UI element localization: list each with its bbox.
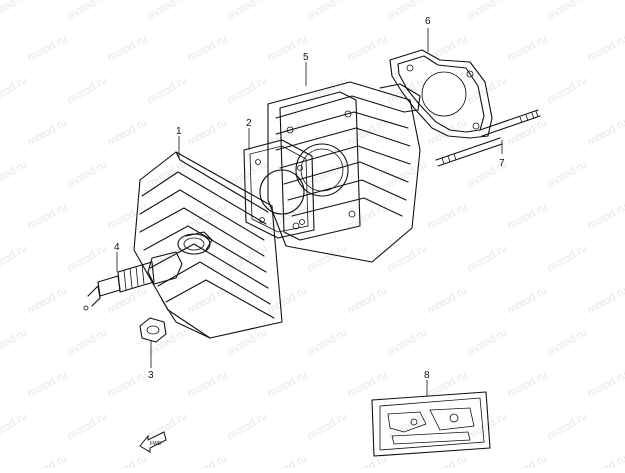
watermark-text: motod.ru — [306, 242, 350, 274]
watermark-text: motod.ru — [186, 368, 230, 400]
watermark-text: motod.ru — [266, 284, 310, 316]
watermark-text: motod.ru — [26, 200, 70, 232]
gasket-set-drawing — [372, 392, 490, 456]
watermark-text: motod.ru — [66, 410, 110, 442]
watermark-text: motod.ru — [426, 452, 470, 468]
watermark-text: motod.ru — [586, 284, 625, 316]
watermark-text: motod.ru — [106, 200, 150, 232]
watermark-text: motod.ru — [0, 242, 29, 274]
watermark-text: motod.ru — [466, 0, 510, 23]
watermark-text: motod.ru — [66, 242, 110, 274]
part-number-3: 3 — [148, 370, 154, 381]
watermark-text: motod.ru — [506, 200, 550, 232]
watermark-text: motod.ru — [506, 32, 550, 64]
watermark-text: motod.ru — [426, 32, 470, 64]
watermark-text: motod.ru — [386, 242, 430, 274]
watermark-text: motod.ru — [0, 74, 29, 106]
watermark-text: motod.ru — [426, 116, 470, 148]
watermark-text: motod.ru — [306, 74, 350, 106]
watermark-text: motod.ru — [266, 200, 310, 232]
watermark-text: motod.ru — [546, 74, 590, 106]
part-number-6: 6 — [425, 16, 431, 27]
watermark-text: motod.ru — [266, 452, 310, 468]
watermark-text: motod.ru — [186, 116, 230, 148]
watermark-text: motod.ru — [586, 200, 625, 232]
watermark-text: motod.ru — [106, 116, 150, 148]
part-number-1: 1 — [176, 126, 182, 137]
watermark-text: motod.ru — [506, 368, 550, 400]
watermark-text: motod.ru — [546, 410, 590, 442]
watermark-text: motod.ru — [466, 326, 510, 358]
watermark-text: motod.ru — [146, 326, 190, 358]
watermark-text: motod.ru — [586, 32, 625, 64]
watermark-text: motod.ru — [226, 158, 270, 190]
watermark-text: motod.ru — [426, 284, 470, 316]
watermark-text: motod.ru — [386, 0, 430, 23]
watermark-text: motod.ru — [266, 368, 310, 400]
watermark-text: motod.ru — [546, 242, 590, 274]
watermark-text: motod.ru — [346, 284, 390, 316]
part-number-7: 7 — [499, 158, 505, 169]
watermark-text: motod.ru — [586, 116, 625, 148]
watermark-text: motod.ru — [146, 74, 190, 106]
watermark-text: motod.ru — [546, 0, 590, 23]
watermark-text: motod.ru — [26, 32, 70, 64]
watermark-text: motod.ru — [306, 410, 350, 442]
watermark-text: motod.ru — [0, 410, 29, 442]
watermark-text: motod.ru — [106, 368, 150, 400]
watermark-text: motod.ru — [306, 326, 350, 358]
watermark-text: motod.ru — [26, 368, 70, 400]
watermark-text: motod.ru — [106, 32, 150, 64]
watermark-text: motod.ru — [546, 158, 590, 190]
part-number-4: 4 — [114, 242, 120, 253]
watermark-text: motod.ru — [26, 452, 70, 468]
watermark-text: motod.ru — [466, 74, 510, 106]
watermark-text: motod.ru — [0, 0, 29, 23]
watermark-text: motod.ru — [306, 0, 350, 23]
watermark-text: motod.ru — [506, 452, 550, 468]
watermark-text: motod.ru — [106, 452, 150, 468]
part-number-8: 8 — [424, 370, 430, 381]
watermark-text: motod.ru — [426, 200, 470, 232]
watermark-text: motod.ru — [346, 32, 390, 64]
watermark-text: motod.ru — [346, 368, 390, 400]
part-number-5: 5 — [303, 52, 309, 63]
watermark-text: motod.ru — [226, 74, 270, 106]
watermark-text: motod.ru — [66, 74, 110, 106]
watermark-text: motod.ru — [226, 410, 270, 442]
watermark-text: motod.ru — [506, 116, 550, 148]
watermark-text: motod.ru — [0, 158, 29, 190]
part-number-2: 2 — [246, 118, 252, 129]
watermark-text: motod.ru — [346, 452, 390, 468]
watermark-text: motod.ru — [26, 116, 70, 148]
watermark-text: motod.ru — [586, 368, 625, 400]
watermark-text: motod.ru — [546, 326, 590, 358]
watermark-text: motod.ru — [226, 326, 270, 358]
watermark-text: motod.ru — [186, 452, 230, 468]
watermark-text: motod.ru — [66, 158, 110, 190]
watermark-text: motod.ru — [0, 326, 29, 358]
watermark-text: motod.ru — [266, 116, 310, 148]
watermark-text: motod.ru — [466, 242, 510, 274]
watermark-text: motod.ru — [346, 116, 390, 148]
fwd-label: FWD — [150, 441, 162, 447]
watermark-text: motod.ru — [586, 452, 625, 468]
watermark-text: motod.ru — [506, 284, 550, 316]
watermark-text: motod.ru — [66, 0, 110, 23]
watermark-text: motod.ru — [26, 284, 70, 316]
watermark-text: motod.ru — [386, 326, 430, 358]
watermark-text: motod.ru — [146, 0, 190, 23]
watermark-text: motod.ru — [66, 326, 110, 358]
watermark-text: motod.ru — [186, 32, 230, 64]
watermark-text: motod.ru — [226, 0, 270, 23]
